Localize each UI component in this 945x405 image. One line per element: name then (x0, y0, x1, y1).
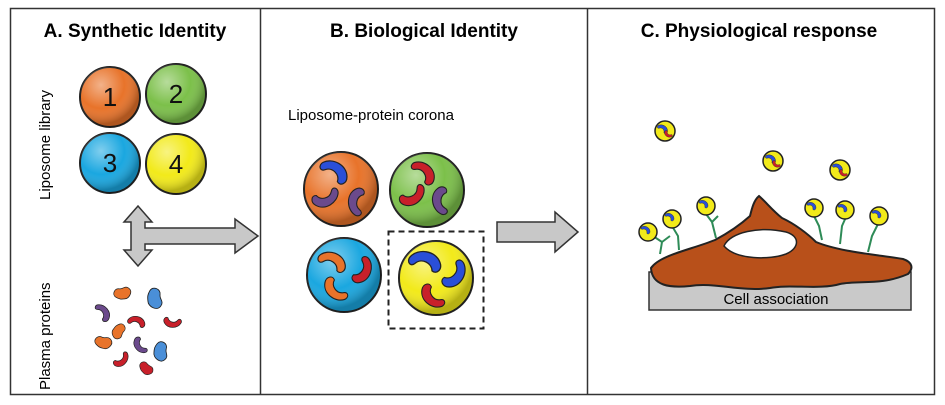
bound-liposome (662, 209, 682, 251)
liposome-4: 4 (145, 133, 207, 195)
figure-frame (9, 7, 936, 396)
liposome-4-shine (146, 134, 206, 194)
selection-box (387, 230, 485, 330)
liposome-1-number: 1 (103, 82, 117, 112)
receptor-stem (813, 215, 823, 241)
corona-liposome-1 (303, 151, 379, 227)
protein (162, 311, 184, 332)
cell-association-label: Cell association (723, 291, 828, 308)
corona-liposome-3 (306, 237, 382, 313)
panel-a-title: A. Synthetic Identity (44, 21, 227, 42)
panel-b: B. Biological Identity Liposome-protein … (288, 21, 580, 330)
panel-c-title: C. Physiological response (641, 21, 878, 42)
liposome-1-shine (80, 67, 140, 127)
protein (111, 282, 134, 304)
free-liposome (829, 159, 851, 181)
corona-1-shine (304, 152, 378, 226)
plasma-proteins-label: Plasma proteins (37, 282, 54, 390)
liposome-3-number: 3 (103, 148, 117, 178)
receptor-stem (867, 223, 879, 253)
receptor-stem (839, 216, 847, 245)
protein (148, 339, 174, 364)
protein (112, 349, 130, 369)
panel-b-title: B. Biological Identity (330, 21, 518, 42)
liposome-2: 2 (145, 63, 207, 125)
liposome-library-label: Liposome library (37, 89, 54, 200)
corona-liposome-4 (398, 240, 474, 316)
bound-liposome (696, 196, 719, 239)
free-liposome (762, 150, 784, 172)
protein (126, 313, 147, 332)
corona-liposome-2 (389, 152, 465, 228)
liposome-2-shine (146, 64, 206, 124)
panel-c: C. Physiological response Cell associati… (638, 21, 913, 311)
liposome-2-number: 2 (169, 79, 183, 109)
protein (142, 285, 168, 312)
flow-arrow (496, 210, 580, 254)
protein (91, 302, 113, 324)
interaction-arrow (122, 204, 260, 268)
liposome-4-number: 4 (169, 149, 183, 179)
corona-label: Liposome-protein corona (288, 107, 455, 124)
receptor-stem (705, 213, 719, 239)
liposome-3-shine (80, 133, 140, 193)
protein (138, 360, 154, 377)
protein (92, 331, 115, 353)
liposome-3: 3 (79, 132, 141, 194)
panel-a: A. Synthetic Identity Liposome library P… (37, 21, 260, 390)
plasma-proteins-cluster (91, 282, 184, 377)
bound-liposome (638, 222, 671, 255)
protein (130, 335, 151, 355)
free-liposome (654, 120, 676, 142)
bound-liposome (835, 200, 855, 245)
bound-liposome (804, 198, 824, 241)
protein (109, 322, 129, 341)
cell-nucleus (723, 228, 798, 259)
liposome-1: 1 (79, 66, 141, 128)
receptor-stem (671, 225, 680, 251)
bound-liposome (867, 206, 889, 253)
